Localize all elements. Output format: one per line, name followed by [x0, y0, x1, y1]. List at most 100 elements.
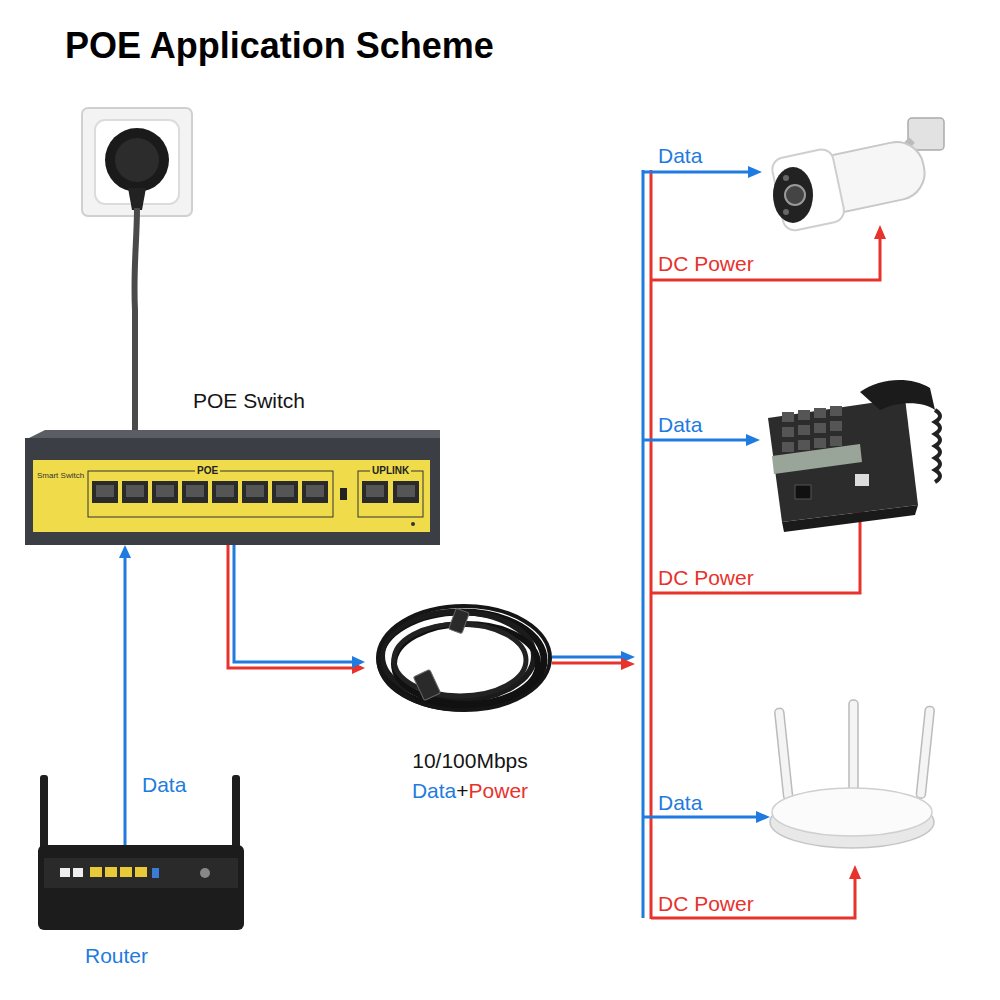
- poe-switch-illustration: [25, 438, 440, 545]
- poe-switch-illustration: [306, 485, 324, 497]
- wall-socket: [82, 108, 192, 216]
- cable-coil: [378, 606, 550, 710]
- ip-phone-illustration: [768, 380, 940, 532]
- signal-label: DC Power: [658, 891, 754, 916]
- poe-switch-illustration: [242, 481, 268, 503]
- ip-phone-illustration: [935, 410, 940, 482]
- camera-illustration: [908, 118, 944, 150]
- distribution-bus: [650, 170, 653, 919]
- cable-coil: [394, 624, 526, 696]
- camera-illustration: [783, 175, 789, 181]
- node-text: Data: [412, 779, 456, 802]
- distribution-bus: [643, 171, 750, 174]
- distribution-bus: [643, 816, 758, 819]
- wall-socket: [82, 108, 192, 216]
- cable-to-bus-arrows: [621, 658, 635, 670]
- cable-coil: [394, 624, 538, 704]
- ip-phone-illustration: [782, 412, 794, 422]
- node-text: +: [456, 779, 468, 802]
- router-illustration: [135, 867, 147, 877]
- camera-illustration: [770, 147, 846, 232]
- ip-phone-illustration: [798, 410, 810, 420]
- poe-switch-illustration: [358, 471, 423, 517]
- router: Router: [35, 845, 250, 970]
- ip-phone-illustration: [798, 425, 810, 435]
- router-illustration: [38, 775, 244, 930]
- poe-switch-illustration: [186, 485, 204, 497]
- poe-switch-illustration: [272, 481, 298, 503]
- signal-label: DC Power: [658, 565, 754, 590]
- ip-phone-illustration: [795, 485, 811, 499]
- network-cable: 10/100MbpsData+Power: [365, 600, 575, 805]
- access-point-illustration: [772, 788, 932, 836]
- wall-socket: [105, 128, 169, 192]
- ip-phone-illustration: [830, 421, 842, 431]
- ip-phone-illustration: [830, 406, 842, 416]
- router-illustration: [120, 867, 132, 877]
- router-illustration: [232, 775, 240, 853]
- connector: [228, 545, 365, 674]
- ip-phone-illustration: [782, 505, 918, 532]
- ip-phone-illustration: [798, 440, 810, 450]
- ip-phone-illustration: [814, 408, 826, 418]
- poe-switch-illustration: [33, 460, 430, 532]
- connector-line: [228, 545, 354, 668]
- camera-illustration: [785, 185, 805, 205]
- poe-switch-illustration: [393, 481, 419, 503]
- poe-switch-illustration: [96, 485, 114, 497]
- poe-switch-illustration: [122, 481, 148, 503]
- cable-coil: [378, 606, 550, 710]
- poe-switch-illustration: [212, 481, 238, 503]
- distribution-bus: [874, 225, 886, 239]
- ip-phone-illustration: [782, 427, 794, 437]
- cable-coil: [449, 608, 470, 633]
- cable-to-bus-arrows: [552, 662, 623, 665]
- cable-coil: [413, 669, 440, 700]
- poe-switch-illustration: [156, 485, 174, 497]
- distribution-bus: [651, 238, 880, 280]
- camera-illustration: [770, 118, 944, 233]
- access-point-illustration: [849, 700, 858, 792]
- poe-switch-illustration: [88, 471, 333, 517]
- access-point-illustration: [770, 700, 935, 848]
- poe-switch-illustration: [126, 485, 144, 497]
- node-text: POE Switch: [193, 389, 305, 412]
- poe-switch-illustration: [246, 485, 264, 497]
- access-point-illustration: [774, 708, 793, 800]
- power-cord: [134, 208, 137, 432]
- poe-switch-illustration: [276, 485, 294, 497]
- distribution-bus: [849, 865, 861, 879]
- router-illustration: [60, 868, 70, 877]
- poe-switch-illustration: [25, 430, 440, 545]
- ip-phone-illustration: [814, 438, 826, 448]
- poe-switch-illustration: [92, 481, 118, 503]
- ip-phone-illustration: [860, 380, 935, 410]
- text-row: Data+Power: [365, 778, 575, 803]
- connector-line: [124, 556, 127, 845]
- router-illustration: [73, 868, 83, 877]
- cable-to-bus-arrows: [552, 651, 635, 670]
- poe-switch-illustration: [340, 488, 347, 500]
- poe-switch-illustration: [302, 481, 328, 503]
- poe-switch-illustration: [182, 481, 208, 503]
- camera-illustration: [783, 209, 789, 215]
- edge-label: Data: [140, 772, 188, 797]
- router-illustration: [105, 867, 117, 877]
- text-row: POE Switch: [193, 388, 305, 413]
- ip-phone-illustration: [768, 398, 918, 522]
- cable-to-bus-arrows: [552, 656, 623, 659]
- poe-switch-illustration: [397, 485, 415, 497]
- camera-illustration: [773, 167, 813, 223]
- wall-socket: [128, 188, 146, 210]
- connector-line: [234, 545, 354, 662]
- distribution-bus: [746, 434, 760, 446]
- ip-phone-illustration: [782, 442, 794, 452]
- poe-switch-illustration: [366, 485, 384, 497]
- arrow-head: [352, 656, 365, 668]
- text-row: Router: [85, 943, 148, 968]
- signal-label: Data: [658, 790, 702, 815]
- node-text: Power: [469, 779, 529, 802]
- diagram-title: POE Application Scheme: [65, 24, 494, 67]
